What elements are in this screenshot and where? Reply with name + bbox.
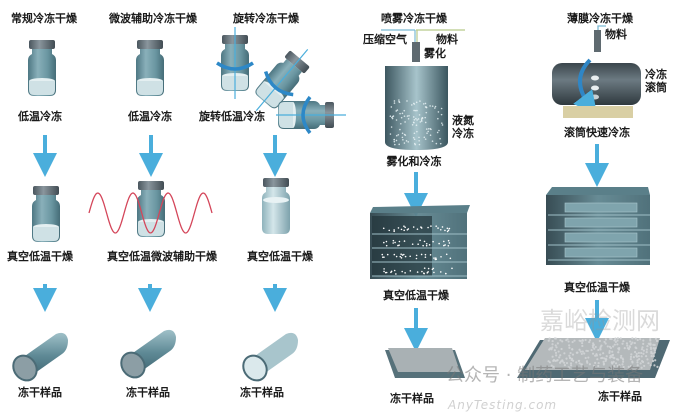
step-label: 低温冷冻 <box>18 110 62 123</box>
atomize-label: 雾化 <box>424 47 446 60</box>
method-title-spray: 喷雾冷冻干燥 <box>381 12 447 25</box>
method-title-rotary: 旋转冷冻干燥 <box>233 12 299 25</box>
vial-icon <box>136 40 164 96</box>
rotating-vial-icon <box>253 48 311 112</box>
vial-icon <box>28 40 56 96</box>
freezing-drum-icon <box>552 58 641 118</box>
result-label: 冻干样品 <box>126 386 170 399</box>
watermark-wechat: 公众号 · 制药工艺与装备 <box>446 365 644 386</box>
step-label: 真空低温微波辅助干燥 <box>107 250 217 263</box>
step-label: 真空低温干燥 <box>383 289 449 302</box>
freeze-dried-tray-icon <box>517 337 670 378</box>
step-label: 雾化和冷冻 <box>386 155 442 168</box>
result-label: 冻干样品 <box>598 390 642 403</box>
method-title-thin-film: 薄膜冷冻干燥 <box>567 12 633 25</box>
cylinder-sample-icon <box>7 331 69 386</box>
result-label: 冻干样品 <box>18 386 62 399</box>
input-label-material: 物料 <box>436 33 458 46</box>
liquid-nitrogen-label: 液氮冷冻 <box>452 114 474 140</box>
vacuum-dryer-box-icon <box>546 187 650 265</box>
step-label: 真空低温干燥 <box>247 250 313 263</box>
hollow-cylinder-sample-icon <box>242 332 298 382</box>
step-label: 低温冷冻 <box>128 110 172 123</box>
input-label-compressed-air: 压缩空气 <box>363 33 407 46</box>
microwave-wave-icon <box>88 192 213 234</box>
spray-nozzle-icon <box>381 29 465 62</box>
freeze-dried-tray-icon <box>385 348 465 378</box>
vial-icon <box>262 178 290 234</box>
watermark-brand: 嘉峪检测网 <box>540 307 660 335</box>
vial-icon <box>32 186 60 242</box>
result-label: 冻干样品 <box>390 392 434 405</box>
step-label: 滚筒快速冷冻 <box>564 126 630 139</box>
step-label: 真空低温干燥 <box>7 250 73 263</box>
rotating-vial-icon <box>276 95 346 135</box>
cylinder-sample-icon <box>115 328 177 383</box>
rotating-vial-icon <box>216 27 254 99</box>
method-title-conventional: 常规冷冻干燥 <box>11 12 77 25</box>
result-label: 冻干样品 <box>240 386 284 399</box>
liquid-nitrogen-tank-icon <box>385 66 448 150</box>
step-label: 真空低温干燥 <box>564 281 630 294</box>
method-title-microwave: 微波辅助冷冻干燥 <box>109 12 197 25</box>
drum-label: 冷冻滚筒 <box>645 68 667 94</box>
vacuum-dryer-box-icon <box>370 205 470 279</box>
watermark-site: AnyTesting.com <box>448 398 558 412</box>
input-label-material: 物料 <box>605 28 627 41</box>
feed-nozzle-icon <box>594 25 606 52</box>
step-label: 旋转低温冷冻 <box>199 110 265 123</box>
